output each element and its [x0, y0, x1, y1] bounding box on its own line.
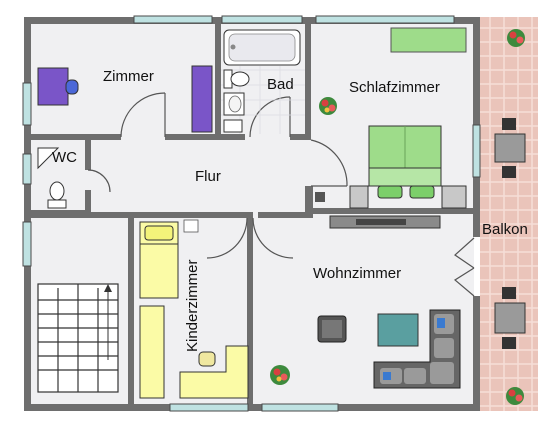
bedroom-shelf: [390, 27, 467, 53]
stair-arrow-icon: [104, 284, 112, 292]
wc-sink-icon: [37, 147, 60, 170]
room-label-wohnzimmer: Wohnzimmer: [313, 265, 401, 282]
room-label-schlafzimmer: Schlafzimmer: [349, 79, 440, 96]
sink-icon: [223, 92, 245, 116]
windows: [22, 15, 481, 412]
room-label-bad: Bad: [267, 76, 294, 93]
living-flower-icon: [270, 365, 290, 385]
kids-chair: [198, 351, 216, 367]
wardrobe: [191, 65, 213, 133]
staircase: [37, 283, 119, 393]
coffee-table: [377, 313, 419, 347]
flower-icon: [319, 97, 337, 115]
kids-desk: [179, 345, 249, 399]
room-label-zimmer: Zimmer: [103, 68, 154, 85]
balcony: [480, 17, 538, 411]
tv-icon: [356, 219, 406, 225]
desk: [37, 67, 79, 106]
bath-cabinet: [223, 119, 243, 133]
toilet-icon: [223, 69, 250, 89]
sofa-icon: [373, 309, 461, 389]
bathtub-icon: [223, 29, 301, 66]
balcony-flower-top: [507, 29, 525, 47]
room-label-kinderzimmer: Kinderzimmer: [184, 259, 201, 352]
kids-bed-icon: [139, 221, 179, 299]
room-label-flur: Flur: [195, 168, 221, 185]
bed-icon: [349, 125, 467, 209]
room-label-wc: WC: [52, 149, 77, 166]
flur-column: [315, 192, 325, 202]
interior-walls: [31, 24, 474, 405]
kids-lamp: [183, 219, 199, 233]
balcony-flower-bottom: [506, 387, 524, 405]
kids-shelf: [139, 305, 165, 399]
doors: [87, 92, 475, 297]
armchair-icon: [317, 315, 347, 343]
room-label-balkon: Balkon: [482, 221, 528, 238]
balcony-table-top: [494, 118, 526, 178]
wc-toilet-icon: [47, 181, 67, 209]
balcony-table-bottom: [494, 287, 526, 349]
